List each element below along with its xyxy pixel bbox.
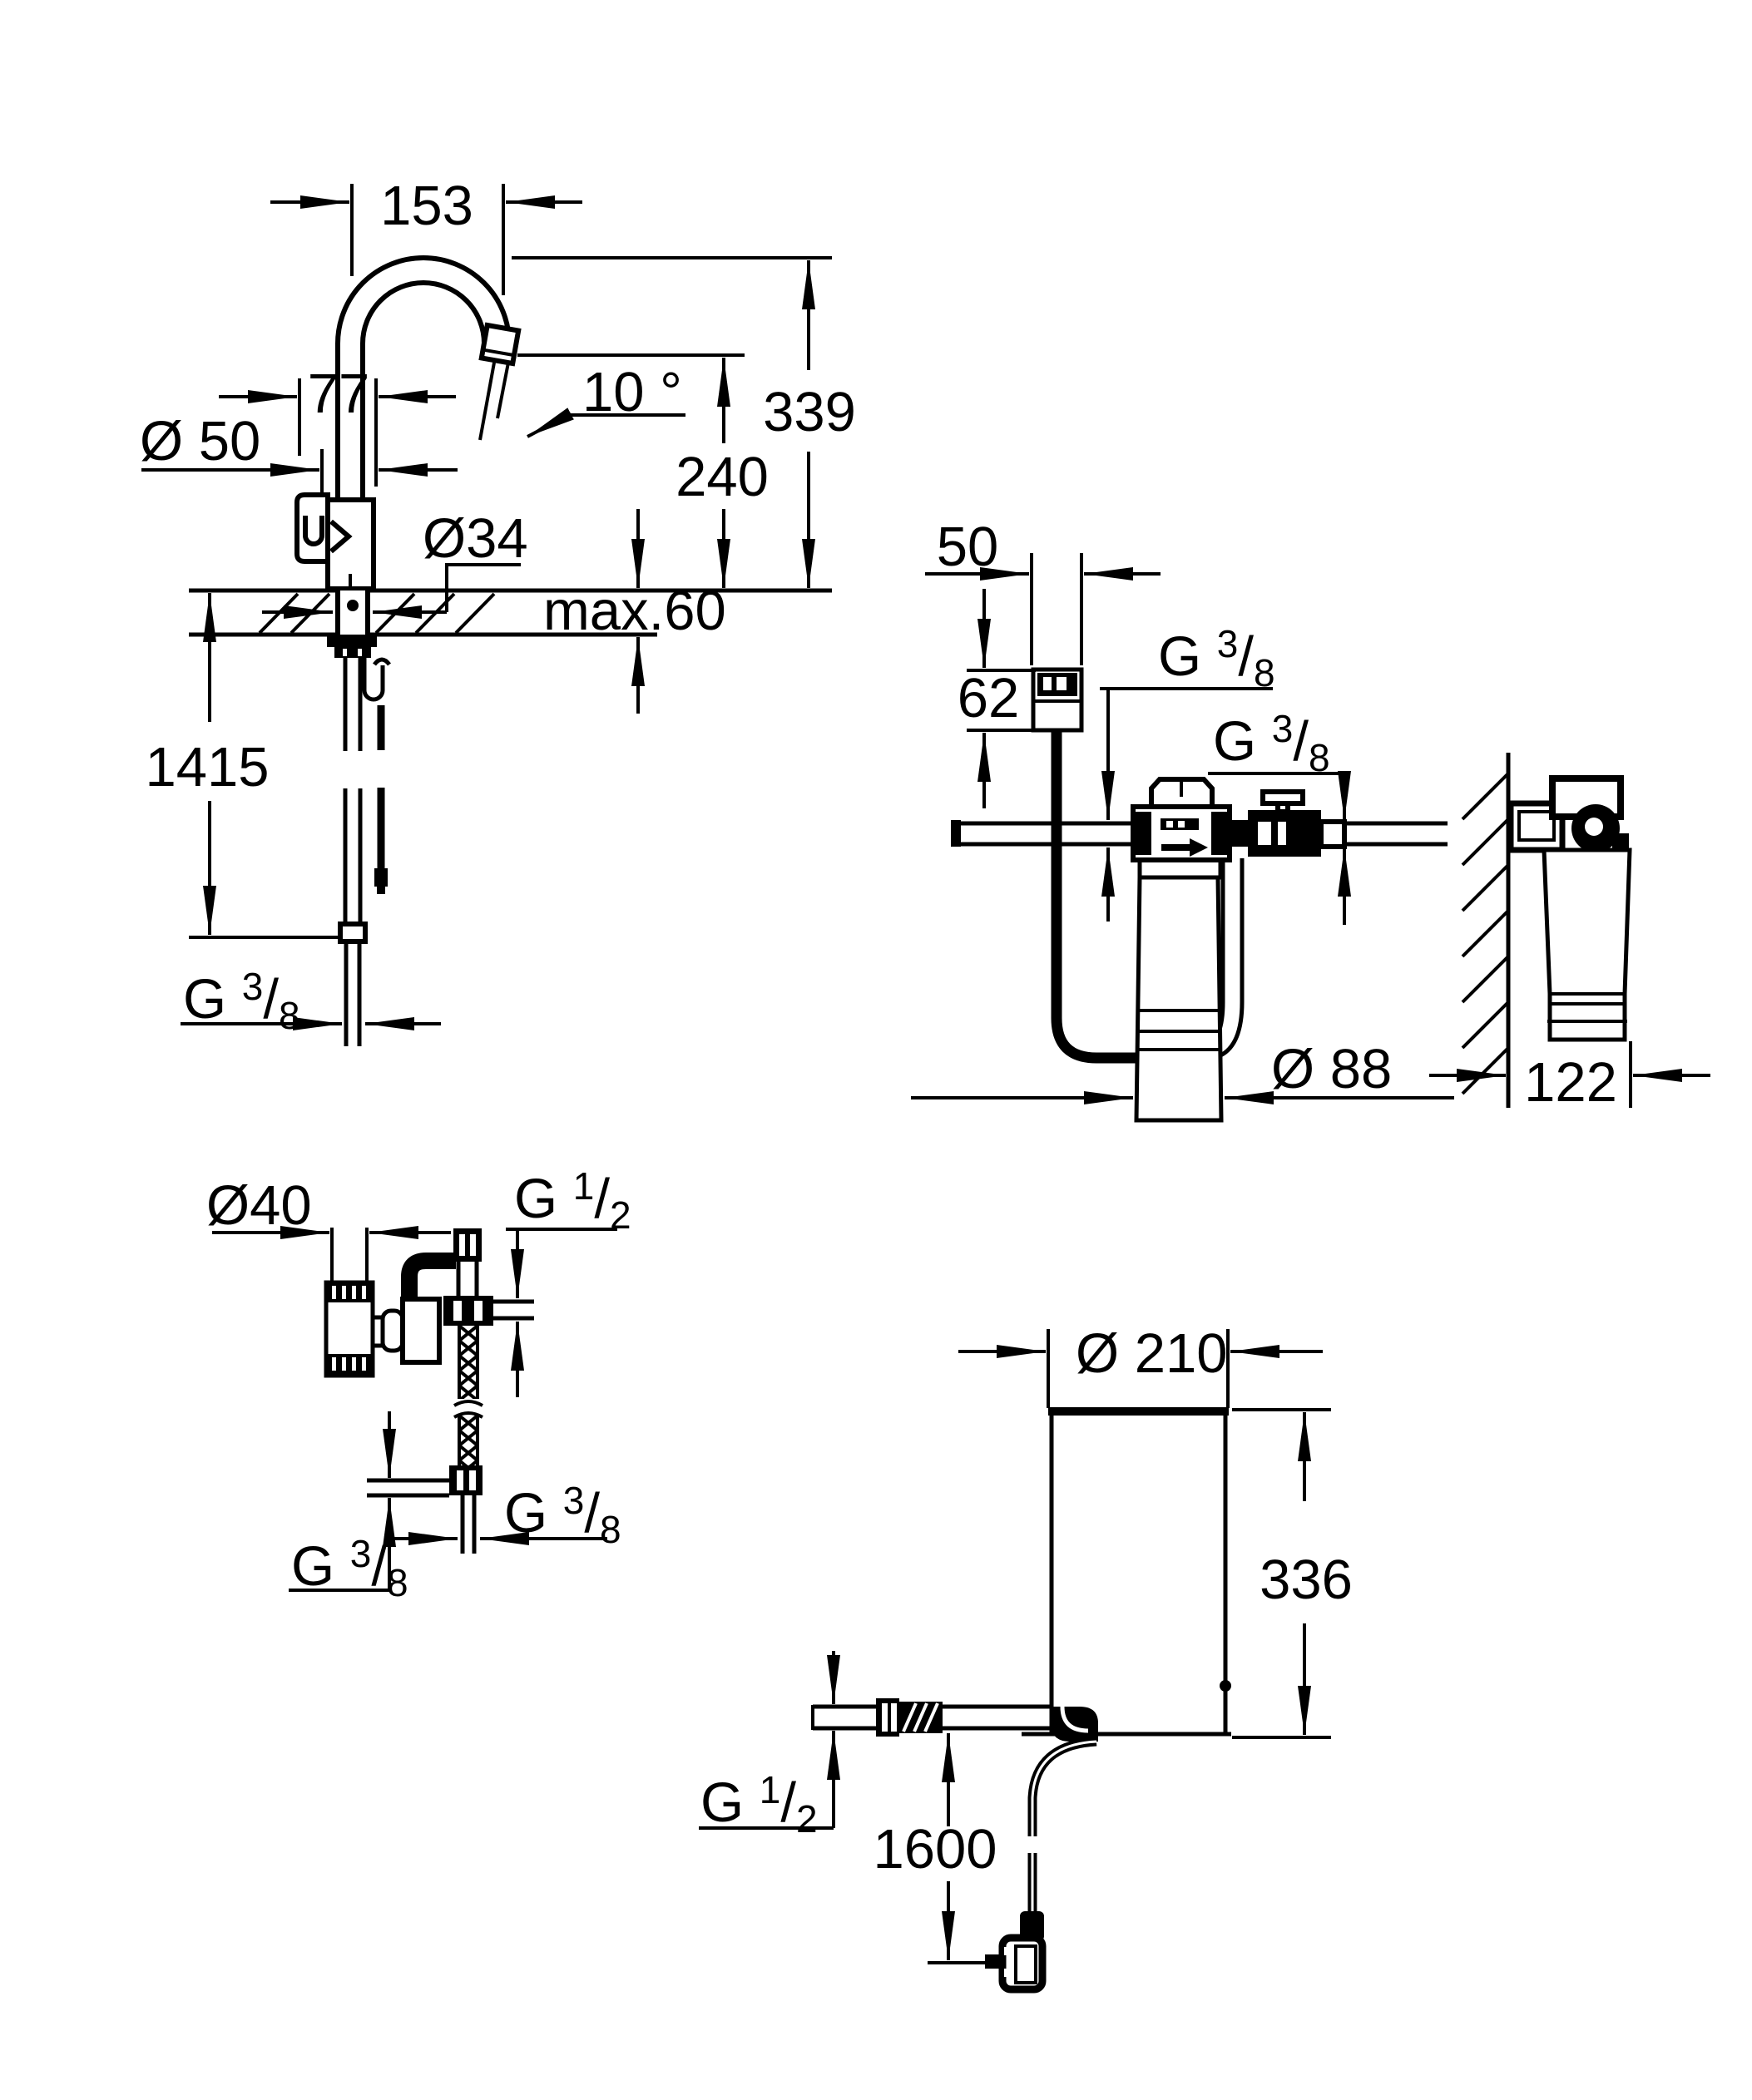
valve-assembly-view: Ø40 G 1/2 G 3/8 G 3/8: [206, 1164, 631, 1604]
dimension-reach: 153: [270, 175, 582, 295]
thread-label-g38-outlet: G 3/8: [1213, 707, 1330, 779]
top-thread-fitting: [453, 1228, 482, 1262]
dim-label-62: 62: [958, 667, 1020, 729]
dim-label-d50: Ø 50: [140, 410, 260, 472]
dim-label-339: 339: [763, 381, 856, 443]
tee-fitting: [443, 1296, 493, 1326]
filter-hose-loop-b: [1217, 858, 1245, 1059]
dimension-counter-thickness: max.60: [543, 509, 726, 714]
dimension-base-diameter: Ø 50: [140, 410, 458, 492]
sensor-cable-end: [374, 868, 388, 887]
dim-label-122: 122: [1524, 1051, 1617, 1114]
dimension-inlet-thread: G 3/8: [1100, 622, 1275, 922]
dimension-tank-height: 336: [1232, 1408, 1353, 1739]
valve-block: [400, 1297, 442, 1365]
thread-label-g38-branch: G 3/8: [504, 1479, 621, 1551]
faucet-shank: [327, 590, 377, 658]
folded-hose: [362, 656, 385, 702]
thread-label-g38-inlet: G 3/8: [1158, 622, 1275, 694]
thread-label-g12-boiler: G 1/2: [700, 1768, 818, 1841]
dimension-spout-angle: 10 °: [527, 361, 685, 438]
flow-arrow: [1161, 844, 1190, 851]
dim-label-d40: Ø40: [206, 1174, 312, 1237]
dim-label-10deg: 10 °: [582, 361, 682, 423]
handle-lever-tip: [329, 519, 353, 554]
dim-label-d34: Ø34: [423, 507, 528, 570]
boiler-view: Ø 210 336 G 1/2 1600: [699, 1322, 1353, 1994]
cartridge-collar: [1137, 857, 1223, 880]
thread-label-g38-supply: G 3/8: [291, 1532, 408, 1604]
dim-label-d210: Ø 210: [1076, 1322, 1228, 1385]
dimension-connection-thread: G 3/8: [181, 965, 441, 1037]
dimension-cable-length: 1600: [873, 1733, 1003, 1964]
dimension-top-thread: G 1/2: [506, 1164, 631, 1397]
dimension-tank-diameter: Ø 210: [958, 1322, 1323, 1408]
pipe-end-stub: [951, 820, 961, 847]
dimension-supply-thread: G 3/8: [289, 1411, 408, 1604]
dimension-head-height: 62: [958, 589, 1036, 808]
wall-hatching: [1461, 772, 1510, 1095]
hose-braided-section: [899, 1702, 943, 1733]
filter-side-view: [1542, 775, 1632, 1042]
stream-axis-line-1: [478, 362, 496, 441]
angle-valve-body: [324, 1280, 375, 1378]
dimension-total-height: 339: [763, 260, 856, 588]
dimension-hose-length: 1415: [145, 593, 339, 939]
dimension-body-diameter: Ø40: [206, 1174, 451, 1281]
dimension-body-depth: 77: [219, 363, 456, 487]
dimension-head-width: 50: [925, 516, 1161, 665]
dimension-branch-thread: G 3/8: [394, 1479, 621, 1551]
dim-label-153: 153: [380, 175, 473, 237]
dim-label-max60: max.60: [543, 580, 726, 642]
dim-label-1600: 1600: [873, 1818, 997, 1880]
connection-hoses: [338, 656, 391, 1046]
filter-under-sink-view: 50 62 G 3/8 G 3/8 Ø 88: [911, 516, 1454, 1123]
dimension-hose-thread: G 1/2: [699, 1651, 840, 1841]
dimension-outlet-height: 240: [676, 358, 769, 588]
power-cord: [1027, 1737, 1097, 1913]
filter-cartridge: [1134, 875, 1224, 1123]
dim-label-d88: Ø 88: [1271, 1038, 1392, 1100]
dim-label-336: 336: [1260, 1549, 1353, 1611]
dim-label-77: 77: [308, 363, 370, 425]
faucet-view: 153 339 240 10 ° 77: [140, 175, 856, 1046]
filter-head-hose: [1051, 730, 1169, 1064]
aerator: [478, 322, 522, 367]
spout-outer-arc: [335, 255, 512, 344]
dim-label-240: 240: [676, 446, 769, 508]
dim-label-50: 50: [937, 516, 999, 578]
spout-inner-arc: [360, 280, 487, 344]
handle-pocket: [303, 516, 324, 546]
stream-axis-line-2: [496, 362, 510, 419]
mounting-flange: [327, 635, 377, 647]
filter-head: [1131, 777, 1232, 862]
lower-tee-fitting: [449, 1465, 483, 1495]
braided-hose: [453, 1326, 484, 1465]
tank-inlet-elbow: [1052, 1706, 1098, 1742]
valve-knob: [370, 1308, 412, 1353]
dimension-hole-diameter: Ø34: [262, 507, 528, 619]
dimension-outlet-thread: G 3/8: [1208, 707, 1351, 925]
thread-label-g38-faucet: G 3/8: [183, 965, 300, 1037]
handle-outline: [294, 492, 330, 564]
filter-wall-view: 122: [1429, 753, 1710, 1114]
dim-label-1415: 1415: [145, 736, 269, 798]
elbow-fitting: [401, 1253, 456, 1362]
tank-side-detail: [1220, 1680, 1231, 1692]
hose-connector: [338, 922, 368, 944]
filter-mounting-head: [1031, 667, 1084, 733]
thread-label-g12-valve: G 1/2: [514, 1164, 631, 1237]
bypass-valve: [1231, 789, 1347, 857]
dimension-wall-offset: 122: [1429, 1041, 1710, 1114]
dimension-cartridge-diameter: Ø 88: [911, 1038, 1454, 1104]
